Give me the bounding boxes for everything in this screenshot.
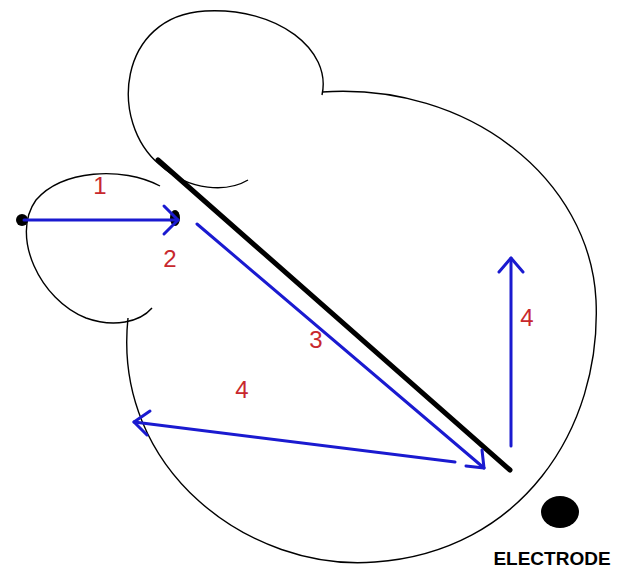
conduction-line: [158, 160, 510, 470]
electrode-dot: [541, 496, 579, 528]
arrow-4-up: [499, 258, 523, 446]
callout-number: 3: [309, 328, 322, 352]
ventricle-outline: [127, 91, 597, 562]
callout-number: 1: [93, 174, 106, 198]
upper-chamber-outline: [128, 11, 323, 165]
left-chamber-outline: [26, 174, 160, 323]
electrode-label: ELECTRODE: [493, 549, 610, 568]
arrow-3: [197, 224, 484, 468]
arrow-4-left: [134, 411, 455, 462]
arrow-1: [24, 206, 178, 234]
callout-number: 4: [520, 306, 533, 330]
callout-number: 2: [163, 247, 176, 271]
callout-number: 4: [235, 378, 248, 402]
